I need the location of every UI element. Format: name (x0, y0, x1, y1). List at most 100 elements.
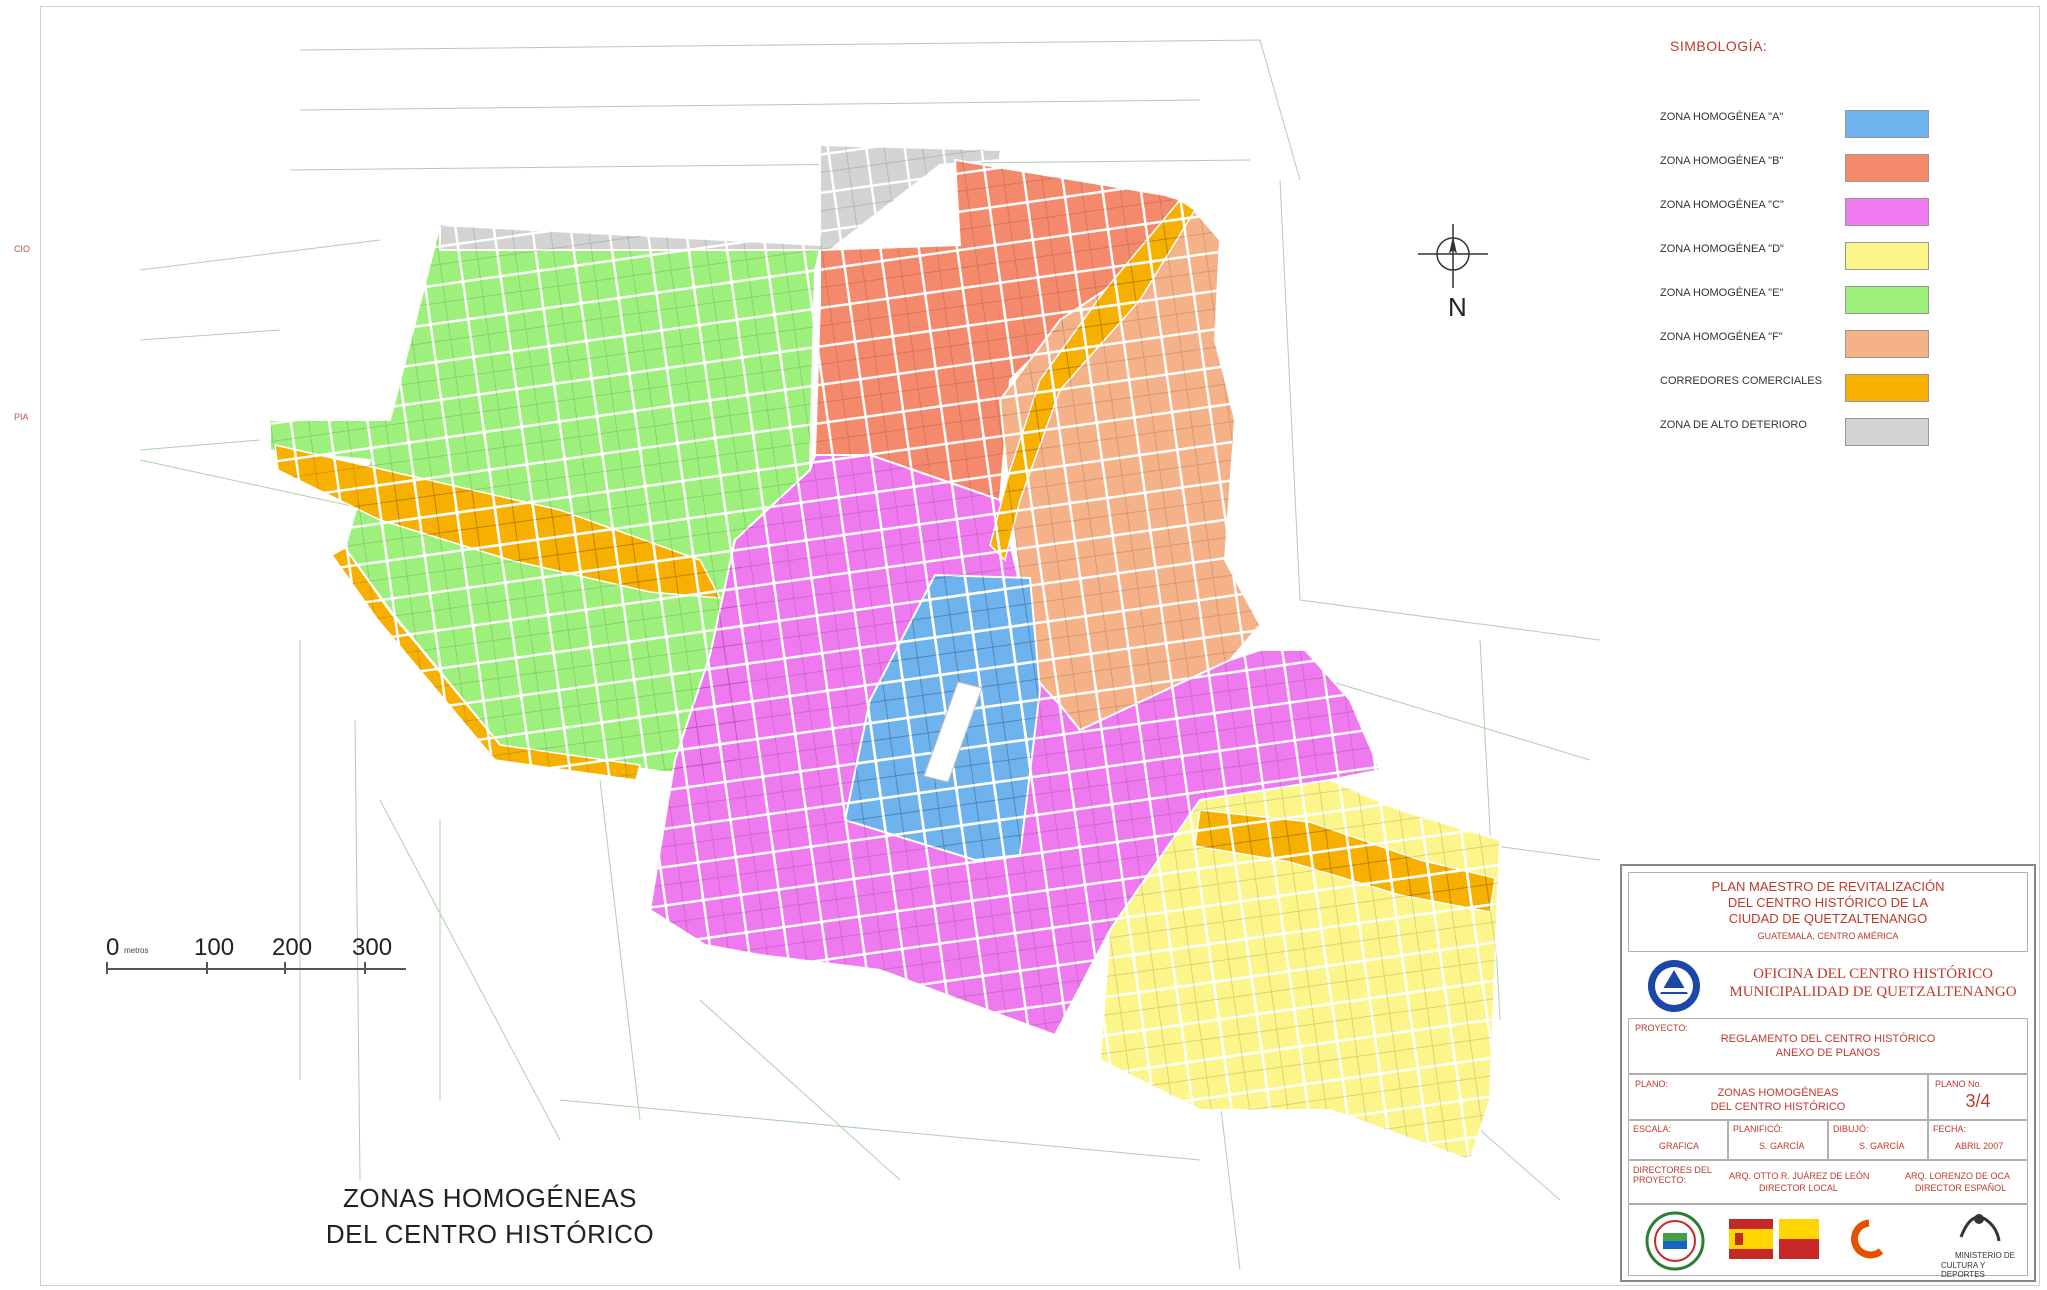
zone-a-streets (845, 575, 1040, 860)
plano-cell: PLANO: ZONAS HOMOGÉNEAS DEL CENTRO HISTÓ… (1628, 1074, 1928, 1120)
planifico-cell: PLANIFICÓ: S. GARCÍA (1728, 1120, 1828, 1160)
street-outlines (139, 39, 1601, 1271)
project-line: ANEXO DE PLANOS (1775, 1047, 1881, 1059)
zone-f-streets (1000, 200, 1260, 730)
project-line: REGLAMENTO DEL CENTRO HISTÓRICO (1720, 1033, 1936, 1045)
scale-line (106, 968, 406, 970)
street-grid-overlay (270, 145, 1500, 1160)
map-title: ZONAS HOMOGÉNEAS DEL CENTRO HISTÓRICO (300, 1180, 680, 1252)
corridor-southeast-streets (1195, 810, 1495, 912)
director-role: DIRECTOR LOCAL (1759, 1183, 1838, 1193)
escala-cell: ESCALA: GRAFICA (1628, 1120, 1728, 1160)
sponsor-logos: MINISTERIO DE CULTURA Y DEPORTES (1628, 1204, 2028, 1279)
spain-flag-icon (1729, 1219, 1773, 1259)
municipality-seal-icon (1645, 1211, 1705, 1271)
plano-line: DEL CENTRO HISTÓRICO (1710, 1101, 1846, 1113)
escala-value: GRAFICA (1659, 1141, 1700, 1151)
municipal-logo-icon (1648, 960, 1700, 1012)
director-role: DIRECTOR ESPAÑOL (1915, 1183, 2007, 1193)
project-label: PROYECTO: (1635, 1023, 1688, 1033)
north-label: N (1448, 292, 1467, 322)
legend-item-label: ZONA HOMOGÉNEA "C" (1660, 199, 1784, 211)
legend-item-label: ZONA HOMOGÉNEA "D" (1660, 243, 1784, 255)
fecha-value: ABRIL 2007 (1955, 1141, 2004, 1151)
plano-number-cell: PLANO No. 3/4 (1928, 1074, 2028, 1120)
map-title-line: DEL CENTRO HISTÓRICO (325, 1219, 655, 1249)
corridor-southwest-streets (332, 548, 640, 780)
scale-tick-label: 300 (352, 934, 393, 961)
plano-line: ZONAS HOMOGÉNEAS (1717, 1087, 1839, 1099)
legend-item: CORREDORES COMERCIALES (1660, 374, 2020, 408)
legend-swatch (1845, 154, 1929, 182)
director-name: ARQ. OTTO R. JUÁREZ DE LEÓN (1729, 1171, 1870, 1181)
legend-swatch (1845, 110, 1929, 138)
planifico-value: S. GARCÍA (1759, 1141, 1805, 1151)
scale-tick-label: 100 (194, 934, 235, 961)
legend-swatch (1845, 418, 1929, 446)
fecha-label: FECHA: (1933, 1124, 1967, 1134)
dibujo-label: DIBUJÓ: (1833, 1124, 1869, 1134)
legend-item: ZONA HOMOGÉNEA "B" (1660, 154, 2020, 188)
margin-mark: PIA (14, 412, 29, 422)
legend-item: ZONA HOMOGÉNEA "F" (1660, 330, 2020, 364)
project-cell: PROYECTO: REGLAMENTO DEL CENTRO HISTÓRIC… (1628, 1018, 2028, 1074)
legend-item-label: ZONA HOMOGÉNEA "E" (1660, 287, 1784, 299)
scale-tick (364, 962, 366, 974)
director-name: ARQ. LORENZO DE OCA (1905, 1171, 2011, 1181)
scale-unit: metros (124, 946, 149, 955)
corridor-west-streets (275, 445, 720, 598)
fecha-cell: FECHA: ABRIL 2007 (1928, 1120, 2028, 1160)
directores-label: DIRECTORES DEL PROYECTO: (1633, 1165, 1712, 1185)
legend-item: ZONA HOMOGÉNEA "A" (1660, 110, 2020, 144)
plano-number-label: PLANO No. (1935, 1079, 1983, 1089)
plan-header: PLAN MAESTRO DE REVITALIZACIÓN DEL CENTR… (1628, 872, 2028, 952)
legend-item: ZONA DE ALTO DETERIORO (1660, 418, 2020, 452)
legend-item: ZONA HOMOGÉNEA "C" (1660, 198, 2020, 232)
margin-mark: CIO (14, 244, 31, 254)
office-name-line: MUNICIPALIDAD DE QUETZALTENANGO (1729, 984, 2017, 1000)
title-block: PLAN MAESTRO DE REVITALIZACIÓN DEL CENTR… (1620, 864, 2036, 1282)
legend-item: ZONA HOMOGÉNEA "E" (1660, 286, 2020, 320)
corridor-diagonal-streets (990, 200, 1195, 560)
scale-tick (284, 962, 286, 974)
plano-number: 3/4 (1965, 1091, 1991, 1111)
scale-bar: 0 metros 100 200 300 (106, 928, 426, 978)
central-plaza (923, 681, 983, 783)
dibujo-cell: DIBUJÓ: S. GARCÍA (1828, 1120, 1928, 1160)
scale-tick (206, 962, 208, 974)
legend-swatch (1845, 242, 1929, 270)
legend-swatch (1845, 330, 1929, 358)
legend-item-label: ZONA HOMOGÉNEA "A" (1660, 111, 1784, 123)
office-name-line: OFICINA DEL CENTRO HISTÓRICO (1753, 966, 1993, 982)
north-arrow: N (1408, 222, 1498, 332)
aecid-logo-icon (1851, 1219, 1884, 1259)
planifico-label: PLANIFICÓ: (1733, 1124, 1784, 1134)
map-frame (40, 6, 2040, 1286)
legend-item: ZONA HOMOGÉNEA "D" (1660, 242, 2020, 276)
legend-swatch (1845, 374, 1929, 402)
legend-title: SIMBOLOGÍA: (1670, 38, 1768, 54)
dibujo-value: S. GARCÍA (1859, 1141, 1905, 1151)
map-title-line: ZONAS HOMOGÉNEAS (342, 1183, 638, 1213)
cooperation-logo-icon (1779, 1219, 1819, 1259)
plano-label: PLANO: (1635, 1079, 1669, 1089)
legend-item-label: CORREDORES COMERCIALES (1660, 375, 1822, 387)
legend-item-label: ZONA HOMOGÉNEA "F" (1660, 331, 1783, 343)
plan-title-line: DEL CENTRO HISTÓRICO DE LA (1727, 895, 1929, 910)
north-arrow-icon (1418, 224, 1488, 288)
legend-swatch (1845, 198, 1929, 226)
scale-tick (106, 962, 108, 974)
scale-zero: 0 (106, 934, 120, 961)
legend-item-label: ZONA HOMOGÉNEA "B" (1660, 155, 1784, 167)
ministry-name-line: CULTURA Y DEPORTES (1941, 1261, 1986, 1279)
zone-b-streets (815, 160, 1180, 500)
zone-e-streets (270, 225, 820, 780)
directores-cell: DIRECTORES DEL PROYECTO: ARQ. OTTO R. JU… (1628, 1160, 2028, 1204)
scale-tick-label: 200 (272, 934, 313, 961)
escala-label: ESCALA: (1633, 1124, 1672, 1134)
legend-item-label: ZONA DE ALTO DETERIORO (1660, 419, 1807, 431)
plan-title-line: PLAN MAESTRO DE REVITALIZACIÓN (1711, 879, 1945, 894)
plan-subtitle: GUATEMALA, CENTRO AMÉRICA (1757, 931, 1899, 941)
